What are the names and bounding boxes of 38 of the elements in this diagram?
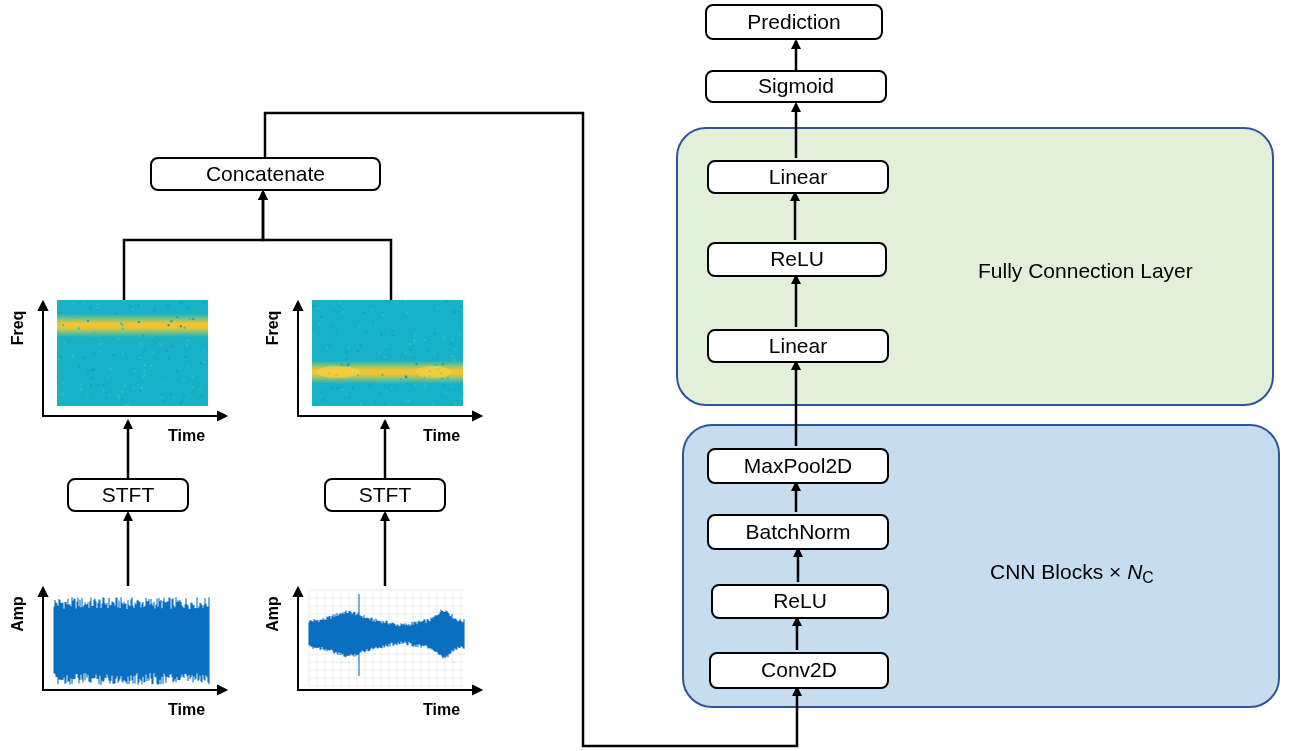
arrow	[792, 616, 802, 650]
process-box: ReLU	[711, 584, 889, 619]
arrow	[380, 419, 390, 478]
axis-label: Time	[168, 426, 206, 446]
process-box: Linear	[707, 329, 889, 363]
process-box: ReLU	[707, 242, 887, 277]
arrow	[791, 39, 801, 70]
arrow	[258, 190, 393, 300]
arrow	[263, 111, 802, 748]
process-box: Linear	[707, 160, 889, 194]
process-box: STFT	[67, 478, 189, 512]
arrow	[790, 191, 800, 240]
axis-label: Time	[423, 700, 461, 720]
axis-label: Time	[168, 700, 206, 720]
layer-group-panel	[676, 127, 1274, 406]
axis-label: Amp	[8, 595, 27, 634]
arrow	[793, 547, 803, 582]
arrow	[791, 102, 801, 158]
axis-label: Time	[423, 426, 461, 446]
process-box: Concatenate	[150, 157, 381, 191]
process-box: MaxPool2D	[707, 448, 889, 484]
arrow	[380, 511, 390, 586]
process-box: BatchNorm	[707, 514, 889, 550]
process-box: Sigmoid	[705, 70, 887, 103]
arrow	[791, 360, 801, 446]
group-label: CNN Blocks × N$_{C}$	[990, 559, 1154, 588]
group-label: Fully Connection Layer	[978, 258, 1193, 284]
arrow	[123, 511, 133, 586]
axis-label: Freq	[8, 309, 27, 348]
process-box: Conv2D	[709, 652, 889, 689]
arrow	[791, 481, 801, 512]
arrow	[791, 274, 801, 327]
axis-label: Freq	[263, 309, 282, 348]
process-box: STFT	[324, 478, 446, 512]
layer-group-panel	[682, 424, 1280, 708]
process-box: Prediction	[705, 4, 883, 40]
axis-label: Amp	[263, 595, 282, 634]
arrow	[123, 419, 133, 478]
